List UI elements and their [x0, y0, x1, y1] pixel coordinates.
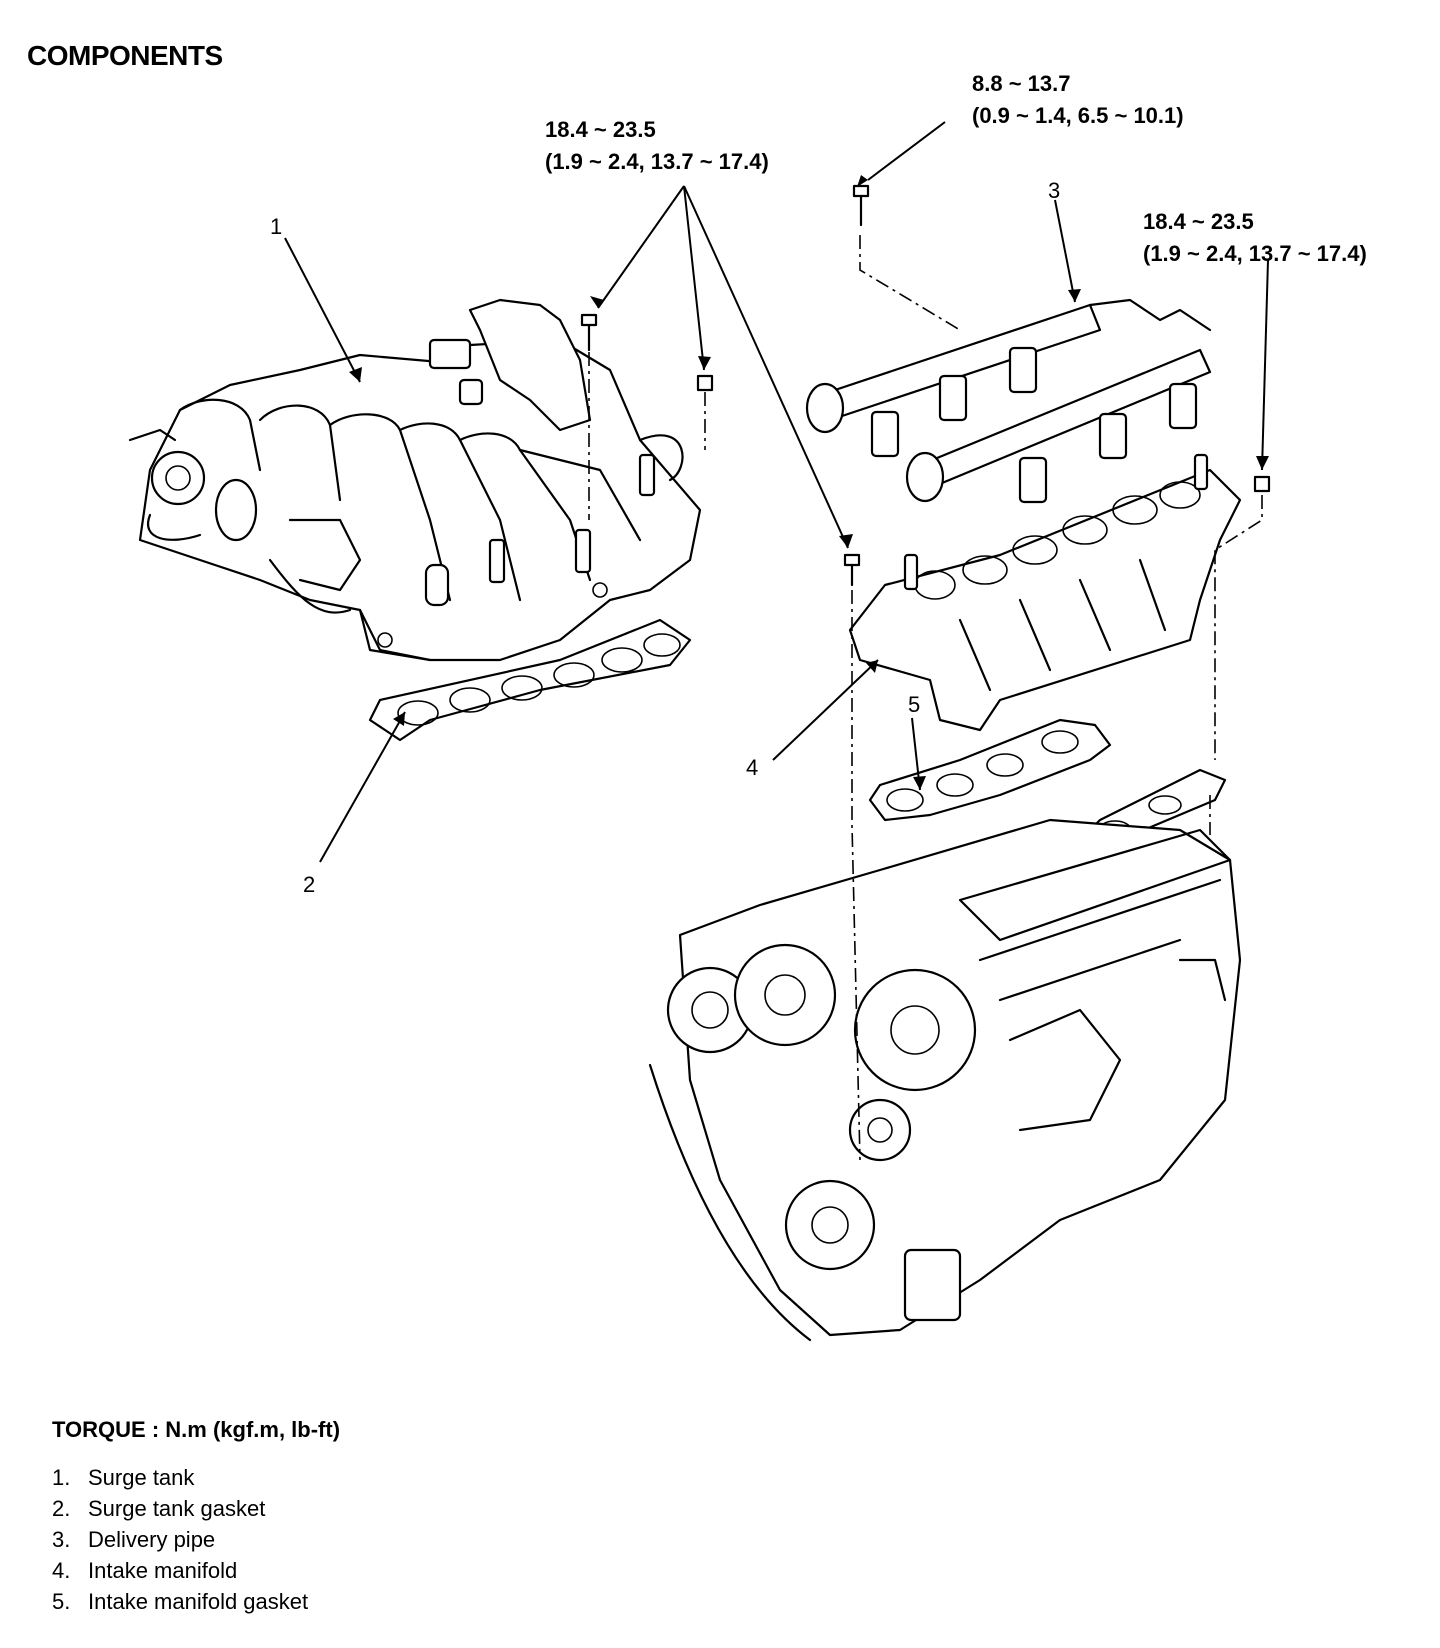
legend-item: 3. Delivery pipe — [52, 1524, 308, 1555]
torque-value: 18.4 ~ 23.5 — [545, 117, 656, 142]
torque-units: (1.9 ~ 2.4, 13.7 ~ 17.4) — [1143, 241, 1367, 266]
torque-label-intake-manifold: 18.4 ~ 23.5 (1.9 ~ 2.4, 13.7 ~ 17.4) — [1143, 206, 1367, 270]
legend-label: Delivery pipe — [88, 1527, 216, 1552]
legend-label: Intake manifold gasket — [88, 1589, 309, 1614]
legend-item: 2. Surge tank gasket — [52, 1493, 308, 1524]
legend-item: 4. Intake manifold — [52, 1555, 308, 1586]
surge-tank — [128, 298, 702, 662]
page-title: COMPONENTS — [27, 40, 223, 71]
engine-block — [648, 818, 1242, 1342]
legend-item: 1. Surge tank — [52, 1462, 308, 1493]
torque-label-delivery-pipe: 8.8 ~ 13.7 (0.9 ~ 1.4, 6.5 ~ 10.1) — [972, 68, 1184, 132]
nut-manifold-right — [1253, 475, 1271, 493]
torque-value: 18.4 ~ 23.5 — [1143, 209, 1254, 234]
torque-units: (1.9 ~ 2.4, 13.7 ~ 17.4) — [545, 149, 769, 174]
intake-manifold-gasket — [868, 718, 1227, 842]
legend-label: Surge tank — [88, 1465, 195, 1490]
alignment-lines — [588, 235, 1263, 1161]
legend-number: 4. — [52, 1558, 71, 1583]
legend-number: 2. — [52, 1496, 71, 1521]
arrowheads — [349, 175, 1269, 790]
legend-number: 3. — [52, 1527, 71, 1552]
legend-number: 1. — [52, 1465, 71, 1490]
callout-3: 3 — [1048, 178, 1061, 203]
callout-4: 4 — [746, 755, 759, 780]
torque-units-legend-title: TORQUE : N.m (kgf.m, lb-ft) — [52, 1417, 341, 1442]
callout-2: 2 — [303, 872, 316, 897]
bolt-manifold-left — [843, 553, 861, 587]
legend-label: Surge tank gasket — [88, 1496, 266, 1521]
surge-tank-gasket — [368, 618, 692, 742]
torque-units: (0.9 ~ 1.4, 6.5 ~ 10.1) — [972, 103, 1184, 128]
callout-1: 1 — [270, 214, 283, 239]
parts-legend: 1. Surge tank 2. Surge tank gasket 3. Deliv… — [52, 1462, 308, 1617]
leader-lines — [284, 121, 1269, 863]
torque-value: 8.8 ~ 13.7 — [972, 71, 1071, 96]
bolt-top-center — [852, 184, 870, 227]
callout-5: 5 — [908, 692, 921, 717]
delivery-pipe — [805, 298, 1212, 504]
legend-label: Intake manifold — [88, 1558, 238, 1583]
bolt-surge-tank — [580, 313, 598, 352]
legend-number: 5. — [52, 1589, 71, 1614]
nut-surge-tank — [696, 374, 714, 392]
legend-item: 5. Intake manifold gasket — [52, 1586, 308, 1617]
torque-label-surge-tank: 18.4 ~ 23.5 (1.9 ~ 2.4, 13.7 ~ 17.4) — [545, 114, 769, 178]
